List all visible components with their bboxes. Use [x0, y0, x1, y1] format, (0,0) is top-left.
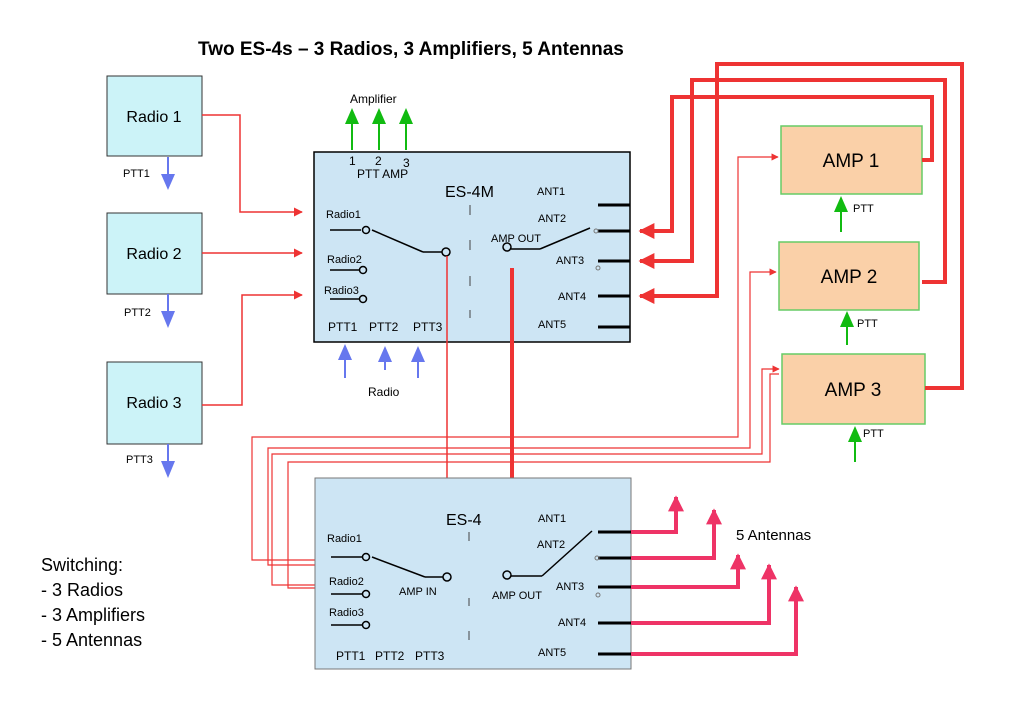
es4-name: ES-4 — [446, 512, 482, 529]
es4m-radio2-input-label: Radio2 — [327, 254, 362, 266]
radio-2-ptt-label: PTT2 — [124, 307, 151, 319]
radio-3-label: Radio 3 — [126, 395, 181, 412]
amp-1-ptt-arrow — [834, 196, 848, 232]
es4-radio1-input-label: Radio1 — [327, 533, 362, 545]
radio-ptt-1-arrow — [338, 344, 352, 378]
es4-antenna-outputs — [631, 495, 804, 656]
radio-1-label: Radio 1 — [126, 109, 181, 126]
es4m-radio-ptt-label: Radio — [368, 385, 400, 399]
switching-notes: Switching: - 3 Radios - 3 Amplifiers - 5… — [41, 555, 145, 650]
es4-ptt1-label: PTT1 — [336, 649, 366, 663]
es4m-ant2-label: ANT2 — [538, 213, 566, 225]
es4-ant2-label: ANT2 — [537, 539, 565, 551]
amp-2-ptt-arrow — [840, 311, 854, 345]
es4m-ant4-label: ANT4 — [558, 291, 586, 303]
es4m-ptt-amp-label: PTT AMP — [357, 167, 408, 181]
amp-3-block: AMP 3 PTT — [781, 353, 926, 462]
amp-2-block: AMP 2 PTT — [778, 241, 920, 345]
radio-3-ptt-arrow — [161, 444, 175, 478]
radio-1-block: Radio 1 PTT1 — [106, 75, 203, 190]
es4m-amp-num-1: 1 — [349, 154, 356, 168]
es4-ptt3-label: PTT3 — [415, 649, 445, 663]
diagram-title: Two ES-4s – 3 Radios, 3 Amplifiers, 5 An… — [198, 39, 624, 60]
amp-3-ptt-label: PTT — [863, 428, 884, 440]
es4-radio3-input-label: Radio3 — [329, 607, 364, 619]
es4m-ptt1-label: PTT1 — [328, 320, 358, 334]
radio-2-ptt-arrow — [161, 294, 175, 328]
es4m-amp-ptt-arrows — [345, 108, 413, 150]
radio-ptt-2-arrow — [378, 346, 392, 370]
amp-ptt-2-arrow — [372, 108, 386, 150]
radio-1-ptt-arrow — [161, 157, 175, 190]
es4-ant3-label: ANT3 — [556, 581, 584, 593]
es4m-amp-out-label: AMP OUT — [491, 233, 541, 245]
es4-radio2-input-label: Radio2 — [329, 576, 364, 588]
radio-2-label: Radio 2 — [126, 246, 181, 263]
es4m-ant3-label: ANT3 — [556, 255, 584, 267]
es4m-ptt2-label: PTT2 — [369, 320, 399, 334]
radio-3-ptt-label: PTT3 — [126, 454, 153, 466]
es4m-radio-ptt-arrows — [338, 344, 425, 378]
es4m-ant1-label: ANT1 — [537, 186, 565, 198]
amp-2-ptt-label: PTT — [857, 318, 878, 330]
es4-ant4-label: ANT4 — [558, 617, 586, 629]
es4m-ant5-label: ANT5 — [538, 319, 566, 331]
radio-to-es4m-connectors — [202, 114, 303, 406]
amp-3-label: AMP 3 — [825, 380, 882, 401]
amp-3-ptt-arrow — [848, 426, 862, 462]
es4m-radio1-input-label: Radio1 — [326, 209, 361, 221]
es4-ptt2-label: PTT2 — [375, 649, 405, 663]
notes-antennas: - 5 Antennas — [41, 630, 142, 650]
es4-amp-in-label: AMP IN — [399, 586, 437, 598]
radio-1-ptt-label: PTT1 — [123, 168, 150, 180]
es4m-amplifier-label: Amplifier — [350, 92, 397, 106]
es4m-ptt3-label: PTT3 — [413, 320, 443, 334]
es4m-amp-num-3: 3 — [403, 156, 410, 170]
es4-to-amp-input-connectors — [251, 153, 780, 589]
es4m-name: ES-4M — [445, 184, 494, 201]
es4-amp-out-label: AMP OUT — [492, 590, 542, 602]
notes-amplifiers: - 3 Amplifiers — [41, 605, 145, 625]
amp-1-ptt-label: PTT — [853, 203, 874, 215]
radio-ptt-3-arrow — [411, 346, 425, 378]
es4-ant1-label: ANT1 — [538, 513, 566, 525]
amp-1-label: AMP 1 — [823, 151, 880, 172]
radio-2-block: Radio 2 PTT2 — [106, 212, 203, 328]
notes-radios: - 3 Radios — [41, 580, 123, 600]
es4-block: ES-4 Radio1 Radio2 Radio3 AMP IN PTT1 PT… — [314, 477, 632, 670]
es4-ant5-label: ANT5 — [538, 647, 566, 659]
es4m-amp-num-2: 2 — [375, 154, 382, 168]
amp-ptt-1-arrow — [345, 108, 359, 150]
radio-3-block: Radio 3 PTT3 — [106, 361, 203, 478]
amp-to-es4m-antenna-connectors — [638, 62, 964, 390]
es4m-radio3-input-label: Radio3 — [324, 285, 359, 297]
es4m-block: ES-4M Radio1 Radio2 Radio3 PTT1 PTT2 PTT… — [313, 151, 631, 343]
amp-ptt-3-arrow — [399, 108, 413, 150]
notes-heading: Switching: — [41, 555, 123, 575]
amp-2-label: AMP 2 — [821, 267, 878, 288]
amp-1-block: AMP 1 PTT — [780, 125, 923, 232]
antennas-label: 5 Antennas — [736, 527, 811, 544]
